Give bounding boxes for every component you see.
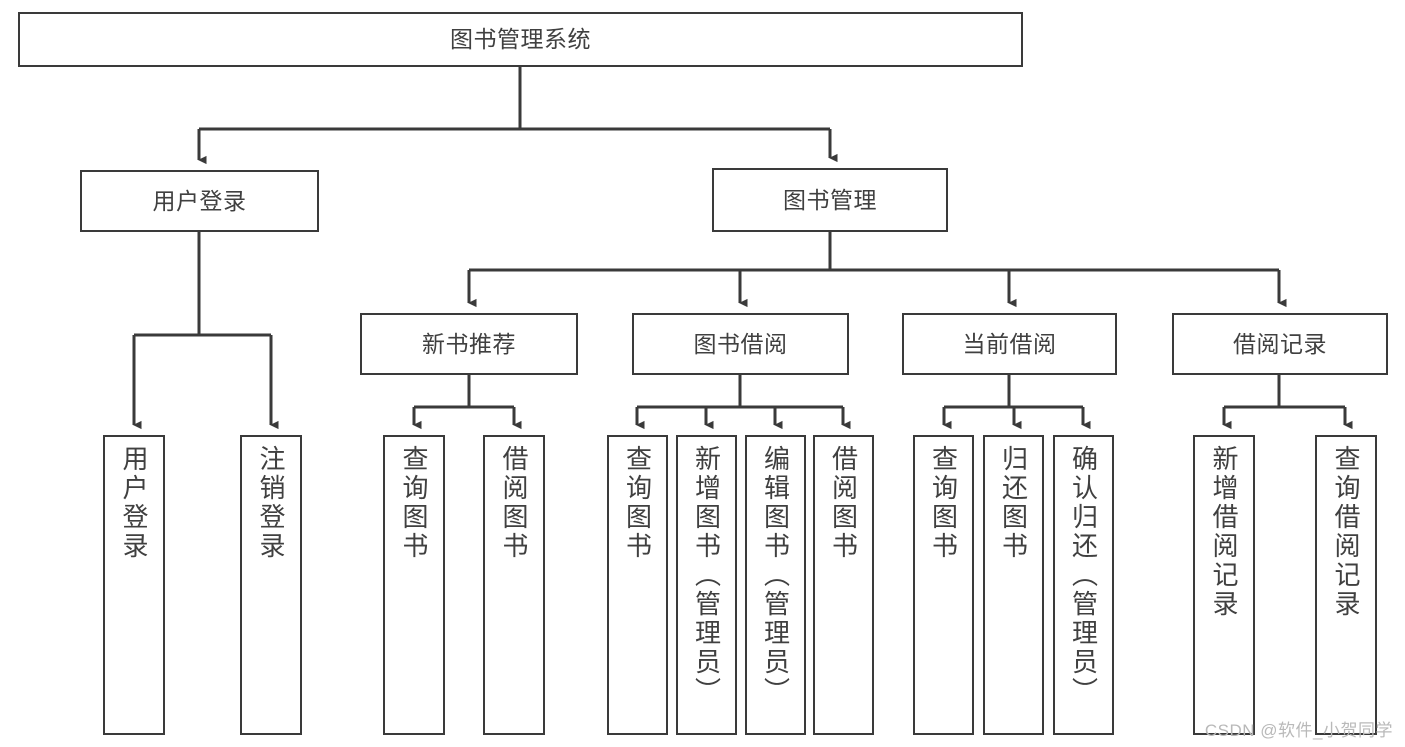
node-new-book-recommend[interactable]: 新书推荐 — [360, 313, 578, 375]
leaf-book-borrow-query[interactable]: 查询图书 — [607, 435, 668, 735]
leaf-user-login-logout-label: 注销登录 — [256, 445, 286, 561]
leaf-book-borrow-borrow[interactable]: 借阅图书 — [813, 435, 874, 735]
leaf-current-borrow-confirm[interactable]: 确认归还（管理员） — [1053, 435, 1114, 735]
leaf-new-book-borrow[interactable]: 借阅图书 — [483, 435, 545, 735]
leaf-book-borrow-edit[interactable]: 编辑图书（管理员） — [745, 435, 806, 735]
leaf-current-borrow-return[interactable]: 归还图书 — [983, 435, 1044, 735]
leaf-current-borrow-query[interactable]: 查询图书 — [913, 435, 974, 735]
leaf-current-borrow-return-label: 归还图书 — [998, 445, 1029, 561]
leaf-current-borrow-query-label: 查询图书 — [928, 445, 959, 561]
node-borrow-record[interactable]: 借阅记录 — [1172, 313, 1388, 375]
node-user-login[interactable]: 用户登录 — [80, 170, 319, 232]
leaf-new-book-query[interactable]: 查询图书 — [383, 435, 445, 735]
leaf-user-login-logout[interactable]: 注销登录 — [240, 435, 302, 735]
leaf-borrow-record-add[interactable]: 新增借阅记录 — [1193, 435, 1255, 735]
node-book-borrow[interactable]: 图书借阅 — [632, 313, 849, 375]
node-book-management[interactable]: 图书管理 — [712, 168, 948, 232]
leaf-borrow-record-add-label: 新增借阅记录 — [1209, 445, 1239, 619]
node-root-library-system[interactable]: 图书管理系统 — [18, 12, 1023, 67]
leaf-new-book-query-label: 查询图书 — [399, 445, 429, 561]
leaf-user-login-login-label: 用户登录 — [119, 445, 149, 561]
leaf-new-book-borrow-label: 借阅图书 — [499, 445, 529, 561]
node-root-label: 图书管理系统 — [450, 26, 591, 53]
node-book-borrow-label: 图书借阅 — [693, 330, 788, 357]
leaf-book-borrow-add-label: 新增图书（管理员） — [691, 445, 722, 706]
leaf-current-borrow-confirm-label: 确认归还（管理员） — [1068, 445, 1099, 706]
leaf-book-borrow-query-label: 查询图书 — [622, 445, 653, 561]
node-user-login-label: 用户登录 — [152, 187, 247, 214]
leaf-book-borrow-add[interactable]: 新增图书（管理员） — [676, 435, 737, 735]
leaf-book-borrow-edit-label: 编辑图书（管理员） — [760, 445, 791, 706]
node-current-borrow[interactable]: 当前借阅 — [902, 313, 1117, 375]
leaf-book-borrow-borrow-label: 借阅图书 — [828, 445, 859, 561]
node-borrow-record-label: 借阅记录 — [1233, 330, 1327, 357]
leaf-borrow-record-query-label: 查询借阅记录 — [1331, 445, 1361, 619]
node-new-book-recommend-label: 新书推荐 — [422, 330, 516, 357]
leaf-borrow-record-query[interactable]: 查询借阅记录 — [1315, 435, 1377, 735]
leaf-user-login-login[interactable]: 用户登录 — [103, 435, 165, 735]
node-book-management-label: 图书管理 — [783, 186, 877, 213]
node-current-borrow-label: 当前借阅 — [962, 330, 1057, 357]
